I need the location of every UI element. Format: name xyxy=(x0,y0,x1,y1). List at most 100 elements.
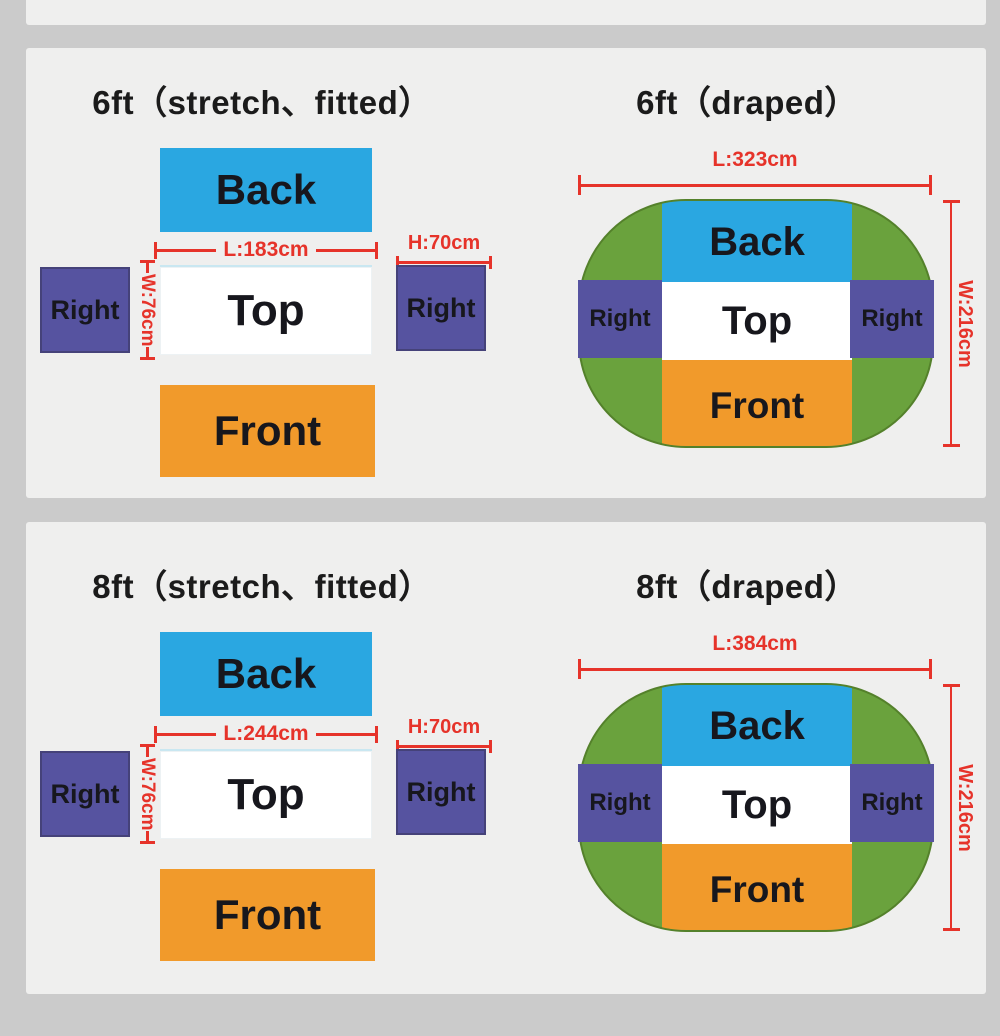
front-panel: Front xyxy=(160,385,375,477)
width-value: W:76cm xyxy=(137,273,158,347)
top-label: Top xyxy=(227,286,305,335)
right-panel-right: Right xyxy=(850,764,934,842)
dim-tick xyxy=(489,256,492,269)
dim-line xyxy=(950,203,952,444)
dim-tick xyxy=(375,241,378,259)
dim-line-row xyxy=(396,739,492,754)
front-panel: Front xyxy=(160,869,375,961)
top-label: Top xyxy=(721,783,793,827)
length-dimension: L:244cm xyxy=(154,722,378,745)
right-panel-right: Right xyxy=(396,749,486,835)
front-label: Front xyxy=(709,868,805,910)
dim-tick xyxy=(929,659,932,679)
dim-line xyxy=(581,667,929,671)
dim-tick xyxy=(578,659,581,679)
back-label: Back xyxy=(215,650,317,697)
fitted-diagram-8ft: 8ft（stretch、fitted） Back L:244cm H:70cm … xyxy=(26,532,526,1004)
top-panel: Top xyxy=(662,282,852,360)
right-panel-right: Right xyxy=(396,265,486,351)
size-panel-6ft: 6ft（stretch、fitted） Back L:183cm H:70cm … xyxy=(26,48,986,498)
dim-tick xyxy=(942,684,960,687)
dim-tick xyxy=(489,740,492,753)
right-label: Right xyxy=(589,305,651,332)
draped-width-dimension: W:216cm xyxy=(940,200,976,447)
right-panel-left: Right xyxy=(40,751,130,837)
dim-tick xyxy=(396,740,399,753)
dim-tick xyxy=(139,260,155,263)
dim-tick xyxy=(375,725,378,743)
fitted-title: 8ft（stretch、fitted） xyxy=(92,568,432,605)
draped-length-dimension xyxy=(578,175,932,195)
dim-tick xyxy=(154,725,157,743)
length-dimension: L:183cm xyxy=(154,238,378,261)
dim-line xyxy=(157,732,217,736)
fitted-title: 6ft（stretch、fitted） xyxy=(92,84,432,121)
dim-line xyxy=(145,747,149,757)
width-value: W:76cm xyxy=(137,757,158,831)
back-panel: Back xyxy=(160,148,372,232)
right-label: Right xyxy=(50,778,120,809)
side-height-dimension: H:70cm xyxy=(396,716,492,754)
dim-line xyxy=(399,745,489,748)
dim-line xyxy=(581,183,929,187)
dim-tick xyxy=(942,200,960,203)
right-panel-left: Right xyxy=(578,764,662,842)
width-dimension: W:76cm xyxy=(136,260,158,361)
right-label: Right xyxy=(861,305,923,332)
draped-diagram-6ft: 6ft（draped） L:323cm Back Top Front Right… xyxy=(526,48,986,498)
draped-length-value: L:323cm xyxy=(712,148,798,171)
right-panel-right: Right xyxy=(850,280,934,358)
draped-length-dimension xyxy=(578,659,932,679)
back-panel: Back xyxy=(160,632,372,716)
right-panel-left: Right xyxy=(578,280,662,358)
draped-length-value: L:384cm xyxy=(712,632,798,655)
draped-width-dimension: W:216cm xyxy=(940,684,976,931)
height-value: H:70cm xyxy=(407,716,481,738)
dim-line xyxy=(950,687,952,928)
top-panel: Top xyxy=(160,749,372,839)
back-label: Back xyxy=(709,703,805,748)
dim-line xyxy=(399,261,489,264)
dim-line xyxy=(315,248,375,252)
dim-line xyxy=(145,831,149,842)
size-panel-8ft: 8ft（stretch、fitted） Back L:244cm H:70cm … xyxy=(26,522,986,994)
top-label: Top xyxy=(721,299,793,343)
right-label: Right xyxy=(50,294,120,325)
right-panel-left: Right xyxy=(40,267,130,353)
dim-line xyxy=(145,263,149,273)
back-panel: Back xyxy=(662,685,852,766)
top-panel: Top xyxy=(662,766,852,844)
dim-tick xyxy=(942,928,960,931)
back-panel: Back xyxy=(662,201,852,282)
height-value: H:70cm xyxy=(407,232,481,254)
dim-tick xyxy=(942,444,960,447)
front-panel: Front xyxy=(662,844,852,930)
dim-tick xyxy=(578,175,581,195)
right-label: Right xyxy=(406,776,476,807)
right-label: Right xyxy=(861,789,923,816)
front-panel: Front xyxy=(662,360,852,446)
dim-tick xyxy=(396,256,399,269)
back-label: Back xyxy=(215,166,317,213)
right-label: Right xyxy=(406,292,476,323)
top-panel: Top xyxy=(160,265,372,355)
previous-panel-edge xyxy=(26,0,986,25)
top-label: Top xyxy=(227,770,305,819)
front-label: Front xyxy=(213,407,322,454)
dim-line xyxy=(157,248,217,252)
dim-tick xyxy=(154,241,157,259)
draped-title: 6ft（draped） xyxy=(636,84,858,121)
draped-diagram-8ft: 8ft（draped） L:384cm Back Top Front Right… xyxy=(526,532,986,1004)
draped-width-value: W:216cm xyxy=(954,279,976,368)
draped-width-value: W:216cm xyxy=(954,763,976,852)
length-value: L:244cm xyxy=(223,722,309,745)
side-height-dimension: H:70cm xyxy=(396,232,492,270)
dim-line-row xyxy=(396,255,492,270)
length-value: L:183cm xyxy=(223,238,309,261)
dim-tick xyxy=(139,357,155,361)
dim-line xyxy=(145,347,149,358)
dim-tick xyxy=(139,744,155,747)
front-label: Front xyxy=(213,891,322,938)
dim-tick xyxy=(929,175,932,195)
